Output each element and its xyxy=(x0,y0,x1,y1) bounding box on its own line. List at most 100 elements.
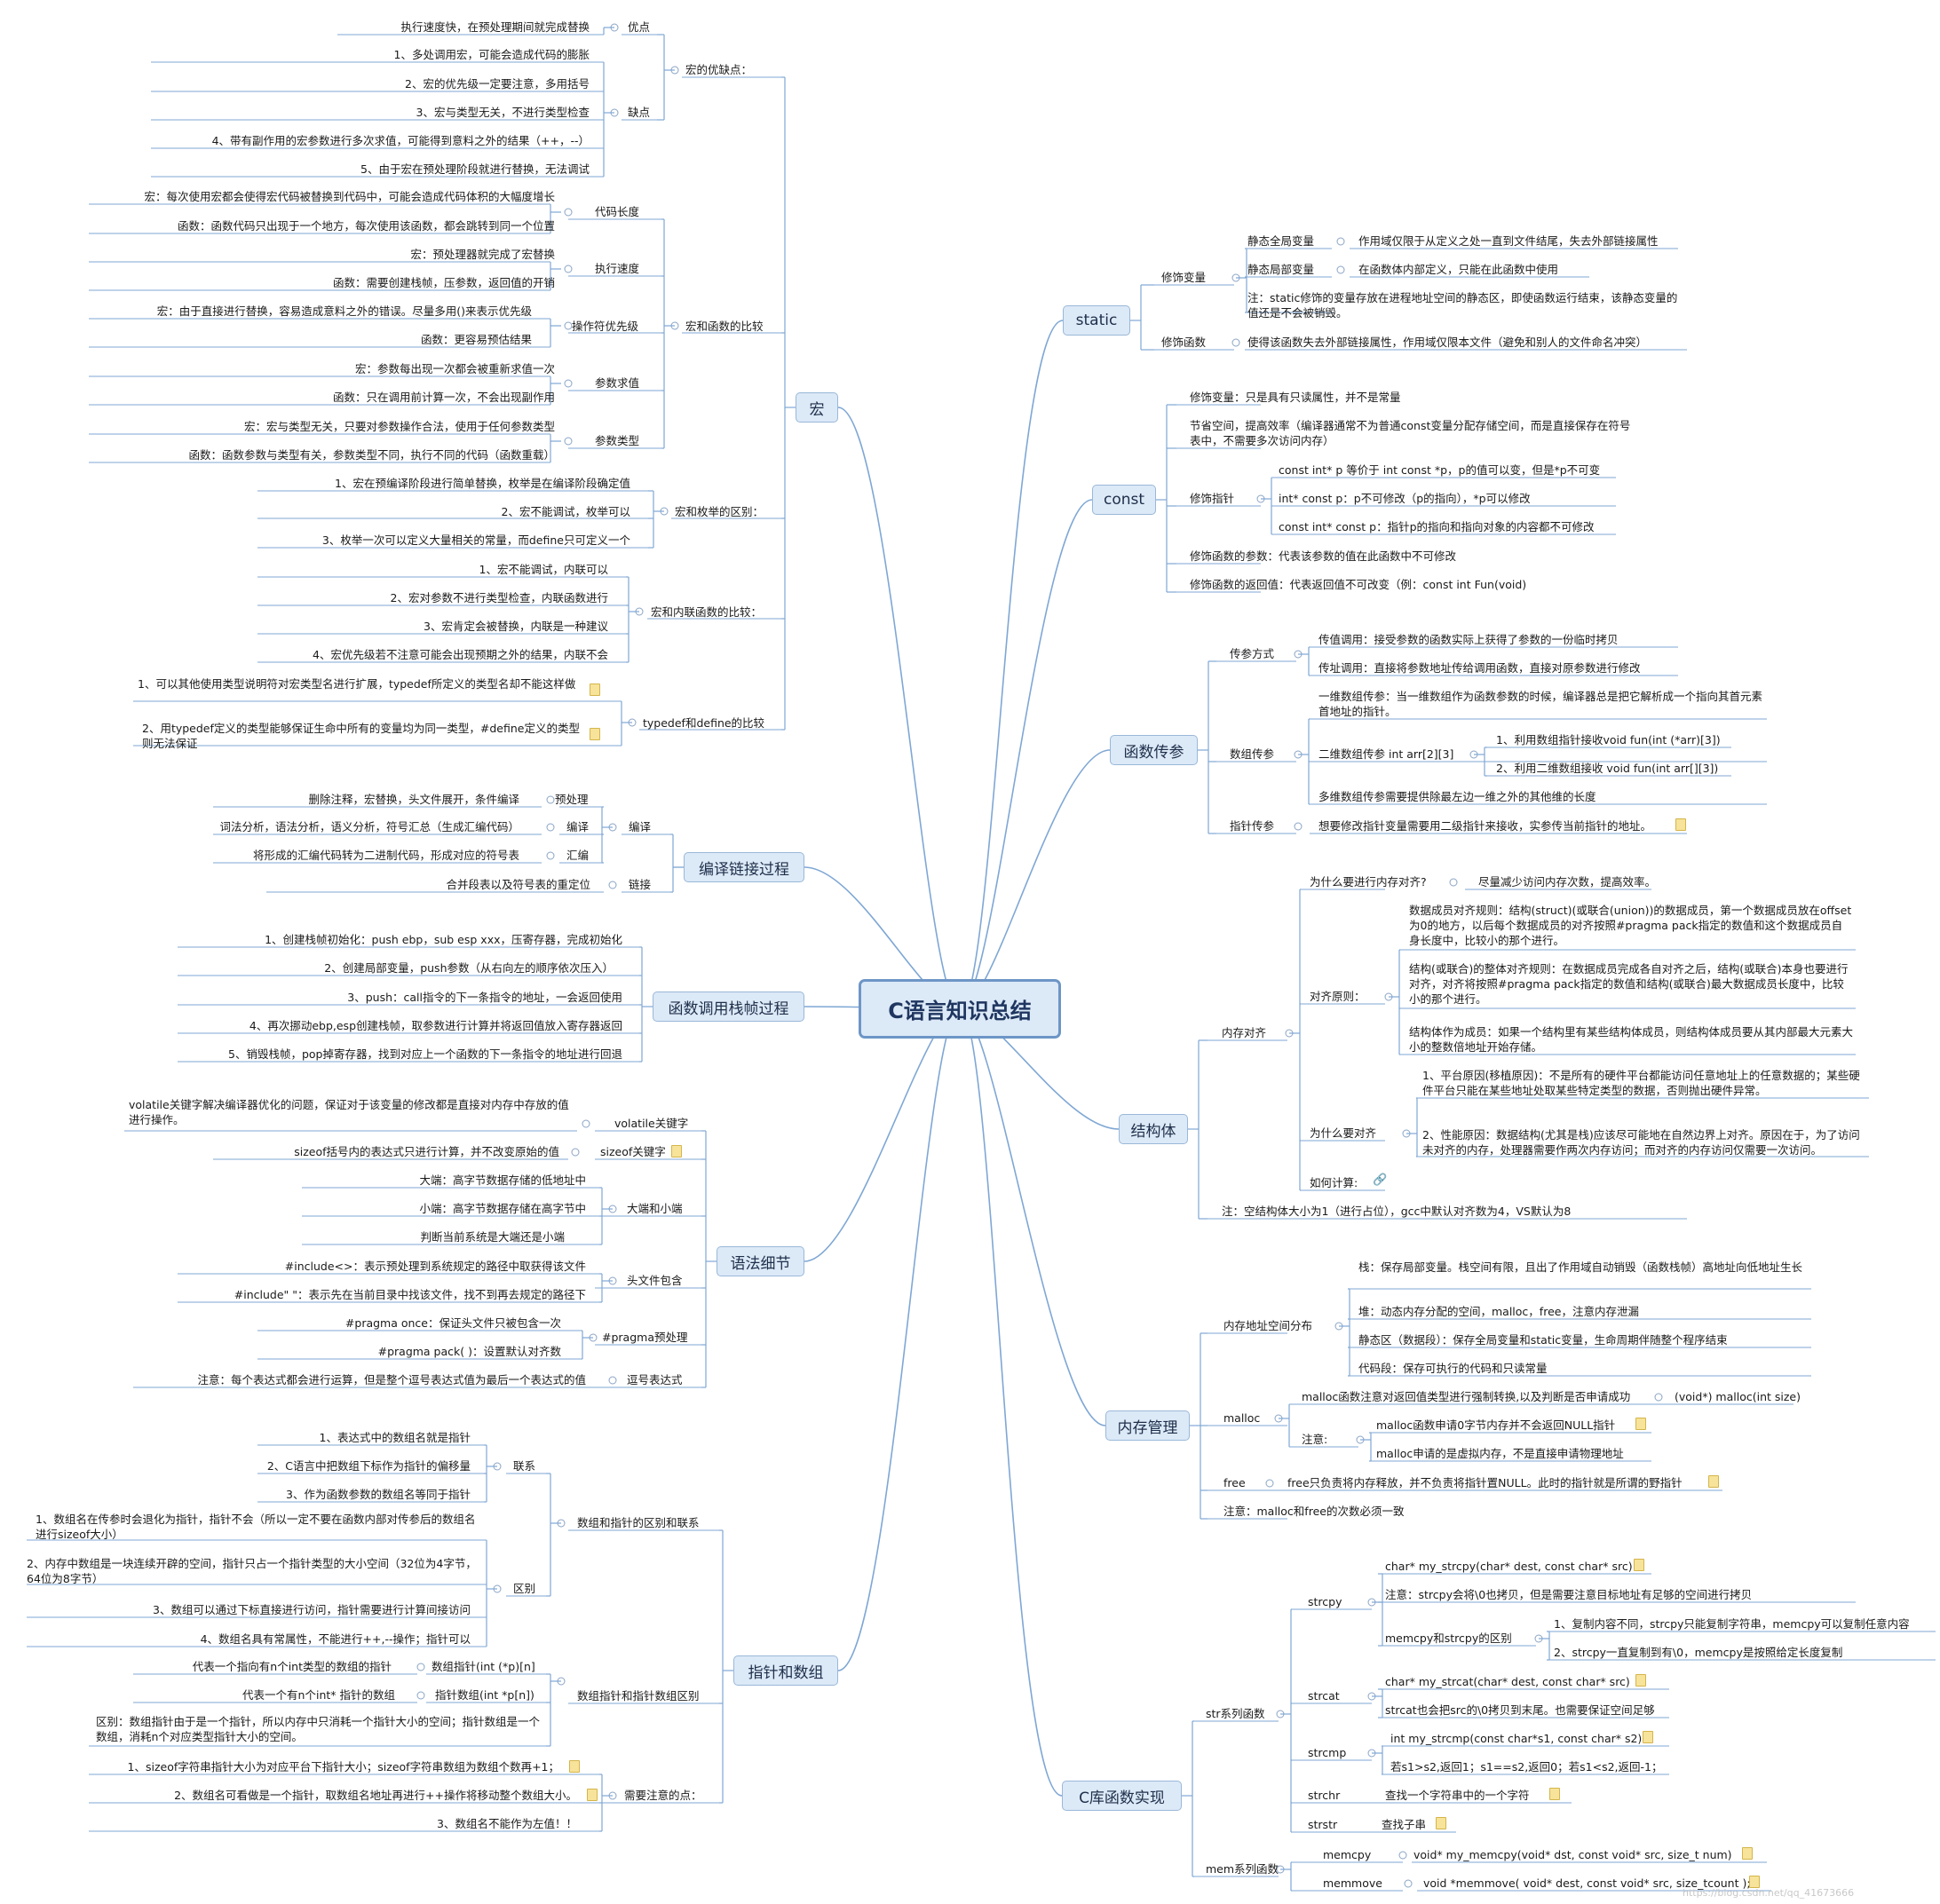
memory-free[interactable]: free xyxy=(1223,1476,1246,1489)
note-icon[interactable] xyxy=(587,1789,598,1801)
typedef-vs-define[interactable]: typedef和define的比较 xyxy=(643,716,765,730)
syntax-volatile[interactable]: volatile关键字 xyxy=(614,1117,689,1130)
macro-vs-enum[interactable]: 宏和枚举的区别： xyxy=(675,505,764,518)
note-icon[interactable] xyxy=(1436,1817,1446,1829)
struct-how-compute[interactable]: 如何计算: xyxy=(1310,1176,1358,1189)
strcmp-note: 若s1>s2,返回1；s1==s2,返回0；若s1<s2,返回-1； xyxy=(1390,1760,1663,1774)
branch-pointer-array[interactable]: 指针和数组 xyxy=(733,1655,838,1686)
static-local[interactable]: 静态局部变量 xyxy=(1247,263,1315,276)
branch-memory[interactable]: 内存管理 xyxy=(1105,1410,1190,1441)
branch-compile-link[interactable]: 编译链接过程 xyxy=(684,852,804,882)
param-modes[interactable]: 传参方式 xyxy=(1230,647,1275,660)
const-return: 修饰函数的返回值：代表返回值不可改变（例：const int Fun(void) xyxy=(1190,578,1527,591)
static-function[interactable]: 修饰函数 xyxy=(1161,336,1207,349)
memcpy-vs-strcpy[interactable]: memcpy和strcpy的区别 xyxy=(1385,1631,1512,1645)
malloc-cast-note: malloc函数注意对返回值类型进行强制转换,以及判断是否申请成功 xyxy=(1302,1390,1631,1403)
link-icon[interactable]: 🔗 xyxy=(1373,1173,1388,1187)
note-icon[interactable] xyxy=(1708,1475,1719,1488)
macro-vs-function[interactable]: 宏和函数的比较 xyxy=(685,320,764,333)
branch-static[interactable]: static xyxy=(1063,305,1130,336)
compile-assemble[interactable]: 汇编 xyxy=(566,849,590,862)
central-topic[interactable]: C语言知识总结 xyxy=(859,979,1061,1039)
branch-syntax[interactable]: 语法细节 xyxy=(717,1246,804,1276)
branch-const[interactable]: const xyxy=(1092,485,1156,515)
static-global[interactable]: 静态全局变量 xyxy=(1247,234,1315,248)
lib-strchr[interactable]: strchr xyxy=(1308,1789,1341,1802)
param-array[interactable]: 数组传参 xyxy=(1230,747,1275,761)
memory-layout[interactable]: 内存地址空间分布 xyxy=(1223,1319,1313,1332)
static-variable[interactable]: 修饰变量 xyxy=(1161,271,1207,284)
lib-mem-functions[interactable]: mem系列函数 xyxy=(1206,1862,1279,1876)
lib-memcpy[interactable]: memcpy xyxy=(1323,1848,1372,1861)
const-pointer[interactable]: 修饰指针 xyxy=(1190,492,1235,505)
branch-c-library[interactable]: C库函数实现 xyxy=(1062,1781,1182,1811)
mf-code-length-macro: 宏：每次使用宏都会使得宏代码被替换到代码中，可能会造成代码体积的大幅度增长 xyxy=(144,190,555,203)
ptr-arr-notes[interactable]: 需要注意的点： xyxy=(624,1789,702,1802)
note-icon[interactable] xyxy=(1742,1847,1753,1860)
ptr-arr-relation[interactable]: 数组和指针的区别和联系 xyxy=(577,1516,700,1529)
ptr-arr-link[interactable]: 联系 xyxy=(513,1459,536,1473)
syntax-endian[interactable]: 大端和小端 xyxy=(627,1202,683,1215)
macro-vs-inline[interactable]: 宏和内联函数的比较： xyxy=(651,605,763,619)
mf-precedence[interactable]: 操作符优先级 xyxy=(572,320,639,333)
struct-rule-members: 数据成员对齐规则：结构(struct)(或联合(union))的数据成员，第一个… xyxy=(1409,904,1852,947)
note-icon[interactable] xyxy=(590,683,600,696)
syntax-comma[interactable]: 逗号表达式 xyxy=(627,1373,683,1387)
note-icon[interactable] xyxy=(590,728,600,740)
struct-why-align-2[interactable]: 为什么要对齐 xyxy=(1310,1126,1377,1140)
struct-why-align[interactable]: 为什么要进行内存对齐? xyxy=(1310,875,1427,889)
note-icon[interactable] xyxy=(1549,1788,1560,1800)
mf-speed[interactable]: 执行速度 xyxy=(595,262,640,275)
mf-code-length[interactable]: 代码长度 xyxy=(595,205,640,218)
struct-why-align-answer: 尽量减少访问内存次数，提高效率。 xyxy=(1478,875,1657,889)
malloc-notes[interactable]: 注意: xyxy=(1302,1433,1328,1446)
syntax-sizeof[interactable]: sizeof关键字 xyxy=(600,1145,666,1158)
note-icon[interactable] xyxy=(569,1760,580,1773)
compile-link[interactable]: 链接 xyxy=(629,878,652,891)
mf-arg-eval[interactable]: 参数求值 xyxy=(595,376,640,390)
compile-preprocess[interactable]: 预处理 xyxy=(555,793,589,806)
note-icon[interactable] xyxy=(1634,1559,1644,1571)
branch-stack-frame[interactable]: 函数调用栈帧过程 xyxy=(653,992,804,1022)
compile-compile[interactable]: 编译 xyxy=(566,820,590,833)
lib-str-functions[interactable]: str系列函数 xyxy=(1206,1707,1265,1720)
param-nd-array: 多维数组传参需要提供除最左边一维之外的其他维的长度 xyxy=(1318,790,1596,803)
note-icon[interactable] xyxy=(671,1145,682,1157)
param-2d-array[interactable]: 二维数组传参 int arr[2][3] xyxy=(1318,747,1454,761)
macro-pros-cons[interactable]: 宏的优缺点： xyxy=(685,63,753,76)
branch-struct[interactable]: 结构体 xyxy=(1119,1114,1188,1144)
lib-strcpy[interactable]: strcpy xyxy=(1308,1595,1342,1608)
ptr-array-vs-array-ptr[interactable]: 数组指针和指针数组区别 xyxy=(577,1689,700,1703)
memory-static: 静态区（数据段）：保存全局变量和static变量，生命周期伴随整个程序结束 xyxy=(1358,1333,1728,1347)
memory-malloc[interactable]: malloc xyxy=(1223,1411,1261,1425)
note-icon[interactable] xyxy=(1635,1674,1646,1687)
lib-memmove[interactable]: memmove xyxy=(1323,1876,1382,1890)
stack-step-2: 2、创建局部变量，push参数（从右向左的顺序依次压入） xyxy=(324,961,614,975)
ptr-arr-diff[interactable]: 区别 xyxy=(513,1582,536,1595)
branch-param-passing[interactable]: 函数传参 xyxy=(1110,735,1198,765)
struct-alignment[interactable]: 内存对齐 xyxy=(1222,1026,1267,1039)
ptr-arr-diff-3: 3、数组可以通过下标直接进行访问，指针需要进行计算间接访问 xyxy=(153,1603,471,1616)
pointer-array[interactable]: 指针数组(int *p[n]) xyxy=(435,1688,534,1702)
note-icon[interactable] xyxy=(1635,1418,1646,1430)
note-icon[interactable] xyxy=(1643,1731,1653,1743)
static-function-desc: 使得该函数失去外部链接属性，作用域仅限本文件（避免和别人的文件命名冲突） xyxy=(1247,336,1648,349)
param-pointer[interactable]: 指针传参 xyxy=(1230,819,1275,833)
array-pointer[interactable]: 数组指针(int (*p)[n] xyxy=(432,1660,535,1673)
lib-strstr[interactable]: strstr xyxy=(1308,1818,1338,1831)
struct-note: 注：空结构体大小为1（进行占位），gcc中默认对齐数为4，VS默认为8 xyxy=(1222,1205,1572,1218)
param-by-address: 传址调用：直接将参数地址传给调用函数，直接对原参数进行修改 xyxy=(1318,661,1641,675)
compile-stage-compile[interactable]: 编译 xyxy=(629,820,652,833)
mf-arg-type[interactable]: 参数类型 xyxy=(595,434,640,447)
lib-strcat[interactable]: strcat xyxy=(1308,1689,1340,1703)
struct-align-rules[interactable]: 对齐原则： xyxy=(1310,990,1366,1003)
lib-strcmp[interactable]: strcmp xyxy=(1308,1746,1347,1759)
param-1d-array: 一维数组传参：当一维数组作为函数参数的时候，编译器总是把它解析成一个指向其首元素… xyxy=(1318,690,1763,718)
macro-cons[interactable]: 缺点 xyxy=(628,106,651,119)
note-icon[interactable] xyxy=(1675,818,1686,831)
macro-pros[interactable]: 优点 xyxy=(628,20,651,34)
syntax-pragma[interactable]: #pragma预处理 xyxy=(602,1331,688,1344)
syntax-include[interactable]: 头文件包含 xyxy=(627,1274,683,1287)
note-icon[interactable] xyxy=(1749,1876,1760,1888)
branch-macro[interactable]: 宏 xyxy=(796,392,838,423)
